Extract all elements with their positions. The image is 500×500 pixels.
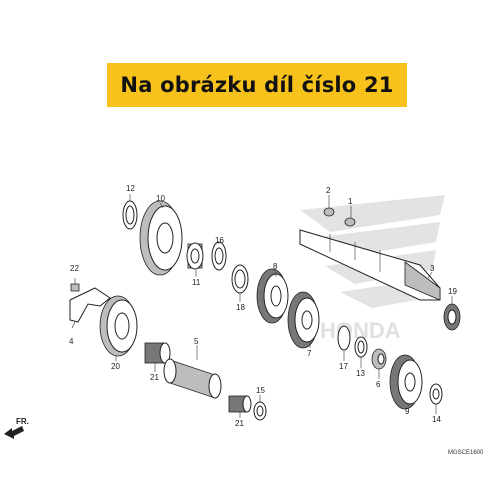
part-20-bearing	[99, 295, 138, 357]
callout-9: 9	[405, 407, 410, 416]
part-7-gear	[287, 291, 320, 349]
callout-21-upper: 21	[150, 373, 159, 382]
part-12-ring	[122, 200, 138, 230]
part-number-banner: Na obrázku díl číslo 21	[107, 63, 407, 107]
part-5-splined-shaft	[163, 358, 222, 399]
part-1-nut	[344, 217, 356, 227]
callout-6: 6	[376, 380, 381, 389]
callout-19: 19	[448, 287, 457, 296]
callout-3: 3	[430, 264, 435, 273]
part-10-gear	[139, 200, 183, 276]
callout-labels: 12 10 16 11 18 8 2 1 3 19 22 4 20 5 21 7…	[69, 184, 457, 428]
callout-8: 8	[273, 262, 278, 271]
part-9-gear	[389, 354, 423, 410]
part-11-bushing	[186, 242, 204, 270]
part-18-circlip	[231, 264, 249, 294]
part-2-nut	[323, 207, 335, 217]
callout-17: 17	[339, 362, 348, 371]
callout-11: 11	[192, 278, 201, 287]
banner-text: Na obrázku díl číslo 21	[120, 73, 394, 97]
honda-wing-watermark: HONDA	[300, 195, 445, 343]
fr-label: FR.	[16, 417, 29, 426]
callout-13: 13	[356, 369, 365, 378]
callout-5: 5	[194, 337, 199, 346]
part-17-circlip	[337, 325, 351, 351]
part-14-washer	[429, 383, 443, 405]
callout-21-lower: 21	[235, 419, 244, 428]
callout-14: 14	[432, 415, 441, 424]
part-21-needle-bearing-lower	[228, 395, 252, 413]
diagram-code: MGSCE1600	[448, 450, 484, 456]
callout-1: 1	[348, 197, 353, 206]
part-19-seal	[443, 303, 461, 331]
callout-10: 10	[156, 194, 165, 203]
leader-lines	[71, 194, 453, 418]
callout-7: 7	[307, 349, 312, 358]
callout-16: 16	[215, 236, 224, 245]
part-16-washer	[211, 241, 227, 271]
part-15-washer	[253, 401, 267, 421]
part-3-shaft	[299, 229, 441, 301]
part-22-bolt	[70, 278, 80, 292]
callout-20: 20	[111, 362, 120, 371]
part-21-needle-bearing-upper	[144, 342, 171, 364]
part-4-plate	[69, 287, 111, 323]
callout-2: 2	[326, 186, 331, 195]
callout-4: 4	[69, 337, 74, 346]
callout-12: 12	[126, 184, 135, 193]
front-direction-arrow: FR.	[4, 417, 29, 439]
callout-22: 22	[70, 264, 79, 273]
part-8-gear	[256, 268, 289, 324]
callout-15: 15	[256, 386, 265, 395]
part-13-washer	[354, 336, 368, 358]
part-6-bushing	[371, 348, 387, 370]
callout-18: 18	[236, 303, 245, 312]
